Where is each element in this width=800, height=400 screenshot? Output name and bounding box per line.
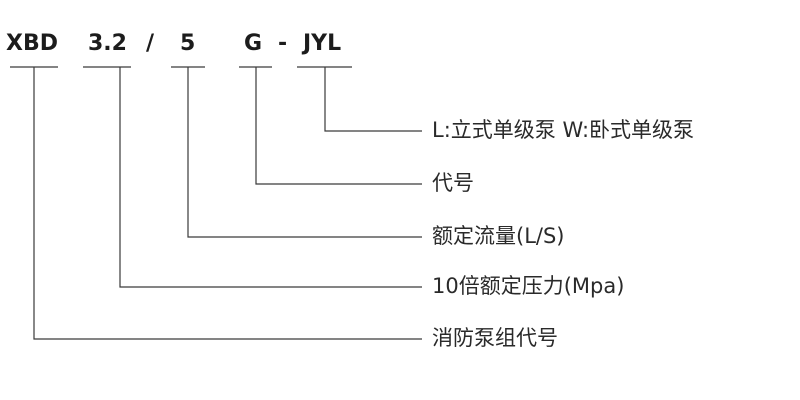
code-flow: 5: [180, 31, 196, 56]
code-pump-type: JYL: [303, 31, 342, 56]
code-pressure: 3.2: [88, 31, 127, 56]
leader-series: [33, 67, 422, 340]
label-series: 消防泵组代号: [432, 326, 558, 350]
code-dash: -: [278, 31, 288, 56]
leader-pressure: [119, 67, 422, 288]
leader-flow: [187, 67, 422, 238]
code-series: XBD: [6, 31, 58, 56]
leader-code: [255, 67, 422, 185]
label-pump-type: L:立式单级泵 W:卧式单级泵: [432, 118, 695, 142]
code-code: G: [244, 31, 263, 56]
leader-pump-type: [324, 67, 422, 132]
label-pressure: 10倍额定压力(Mpa): [432, 274, 625, 298]
label-flow: 额定流量(L/S): [432, 224, 565, 248]
label-code: 代号: [432, 171, 474, 195]
code-slash: /: [146, 31, 155, 56]
